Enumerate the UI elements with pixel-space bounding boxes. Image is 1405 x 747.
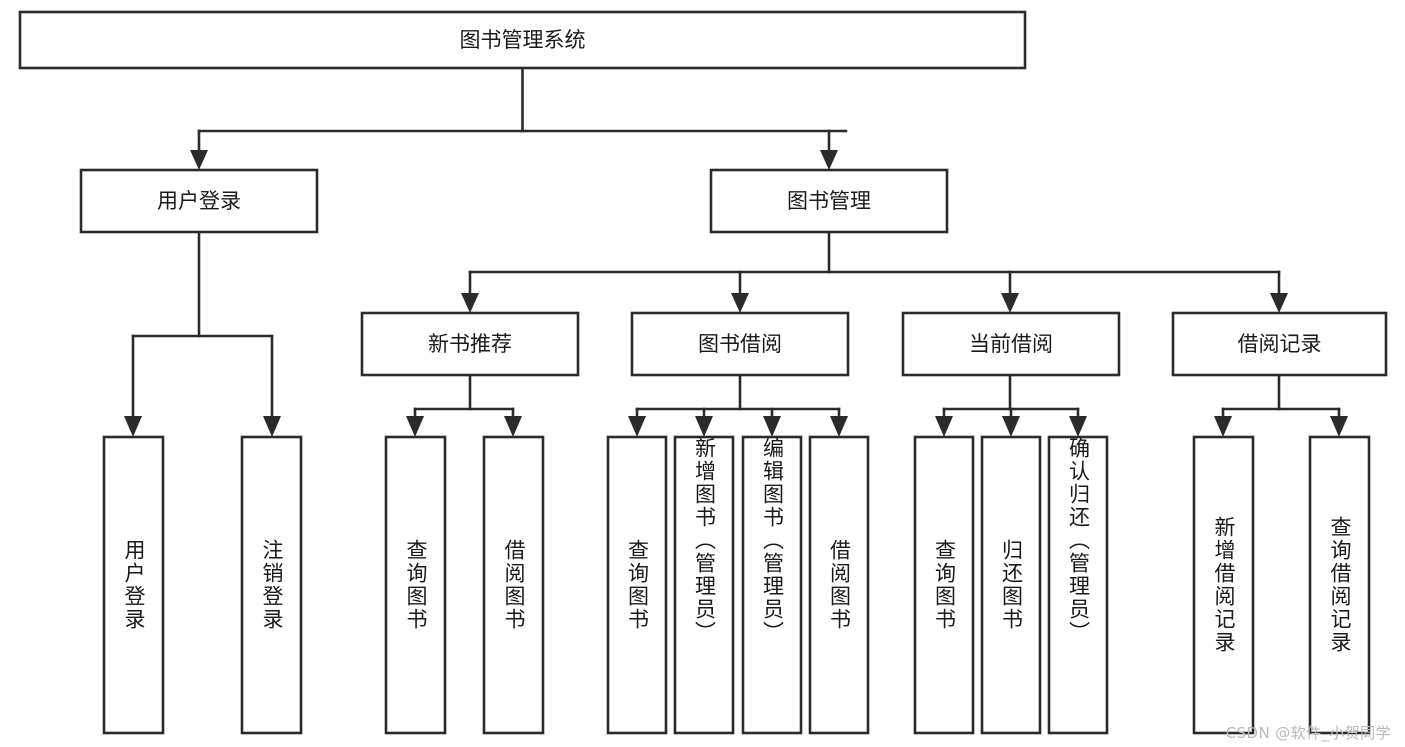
connector-group-new-book bbox=[406, 373, 522, 437]
arrow-head-nb-leaf-2 bbox=[504, 416, 522, 437]
node-root-label: 图书管理系统 bbox=[460, 28, 586, 52]
node-book-manage-label: 图书管理 bbox=[787, 189, 871, 213]
node-new-book-recommend-box[interactable] bbox=[360, 311, 580, 377]
node-current-borrow-label: 当前借阅 bbox=[969, 332, 1053, 356]
node-borrow-record-box[interactable] bbox=[1171, 311, 1388, 377]
arrow-head-cb-leaf-1 bbox=[935, 416, 953, 437]
node-book-manage[interactable]: 图书管理 bbox=[709, 168, 949, 234]
node-book-borrow[interactable]: 图书借阅 bbox=[630, 311, 850, 377]
arrow-head-bb-leaf-1 bbox=[628, 416, 646, 437]
leaf-box-user-login-2[interactable] bbox=[240, 435, 303, 735]
leaf-box-current-borrow-3[interactable] bbox=[1047, 435, 1109, 735]
leaf-group-user-login bbox=[102, 435, 303, 735]
node-user-login-box[interactable] bbox=[79, 168, 319, 234]
arrow-head-br-leaf-2 bbox=[1330, 416, 1348, 437]
leaf-box-book-borrow-4[interactable] bbox=[808, 435, 870, 735]
leaf-box-user-login-1[interactable] bbox=[102, 435, 165, 735]
leaf-box-current-borrow-1[interactable] bbox=[913, 435, 975, 735]
arrow-head-cb-leaf-2 bbox=[1002, 416, 1020, 437]
node-current-borrow[interactable]: 当前借阅 bbox=[901, 311, 1121, 377]
leaf-group-borrow-record bbox=[1192, 435, 1371, 735]
leaf-box-book-borrow-2[interactable] bbox=[673, 435, 735, 735]
leaf-group-new-book bbox=[384, 435, 545, 735]
arrow-head-ul-leaf-2 bbox=[263, 416, 281, 437]
arrow-head-current-borrow bbox=[1001, 293, 1019, 313]
arrow-head-ul-leaf-1 bbox=[124, 416, 142, 437]
connector-group-book-manage bbox=[461, 230, 1288, 313]
node-book-manage-box[interactable] bbox=[709, 168, 949, 234]
node-new-book-recommend-label: 新书推荐 bbox=[428, 332, 512, 356]
node-root-box[interactable] bbox=[18, 10, 1027, 70]
arrow-head-user-login bbox=[190, 150, 208, 170]
leaf-box-borrow-record-2[interactable] bbox=[1308, 435, 1371, 735]
connector-group-root bbox=[190, 66, 848, 170]
arrow-head-nb-leaf-1 bbox=[406, 416, 424, 437]
node-borrow-record-label: 借阅记录 bbox=[1238, 332, 1322, 356]
connector-group-user-login bbox=[124, 230, 281, 437]
leaf-box-current-borrow-2[interactable] bbox=[980, 435, 1042, 735]
leaf-box-book-borrow-1[interactable] bbox=[606, 435, 668, 735]
node-user-login[interactable]: 用户登录 bbox=[79, 168, 319, 234]
connector-group-borrow-record bbox=[1214, 373, 1348, 437]
connector-group-current-borrow bbox=[935, 373, 1087, 437]
leaf-box-borrow-record-1[interactable] bbox=[1192, 435, 1255, 735]
arrow-head-book-manage bbox=[820, 150, 838, 170]
leaf-group-current-borrow bbox=[913, 435, 1109, 735]
connector-group-book-borrow bbox=[628, 373, 848, 437]
arrow-head-bb-leaf-2 bbox=[695, 416, 713, 437]
arrow-head-br-leaf-1 bbox=[1214, 416, 1232, 437]
node-new-book-recommend[interactable]: 新书推荐 bbox=[360, 311, 580, 377]
arrow-head-bb-leaf-3 bbox=[763, 416, 781, 437]
node-user-login-label: 用户登录 bbox=[157, 189, 241, 213]
arrow-head-new-book bbox=[461, 293, 479, 313]
node-root[interactable]: 图书管理系统 bbox=[18, 10, 1027, 70]
leaf-group-book-borrow bbox=[606, 435, 870, 735]
node-book-borrow-label: 图书借阅 bbox=[698, 332, 782, 356]
leaf-box-new-book-1[interactable] bbox=[384, 435, 447, 735]
arrow-head-borrow-record bbox=[1270, 293, 1288, 313]
arrow-head-bb-leaf-4 bbox=[830, 416, 848, 437]
node-book-borrow-box[interactable] bbox=[630, 311, 850, 377]
arrow-head-cb-leaf-3 bbox=[1069, 416, 1087, 437]
node-current-borrow-box[interactable] bbox=[901, 311, 1121, 377]
arrow-head-book-borrow bbox=[731, 293, 749, 313]
leaf-box-new-book-2[interactable] bbox=[482, 435, 545, 735]
node-borrow-record[interactable]: 借阅记录 bbox=[1171, 311, 1388, 377]
leaf-box-book-borrow-3[interactable] bbox=[741, 435, 803, 735]
